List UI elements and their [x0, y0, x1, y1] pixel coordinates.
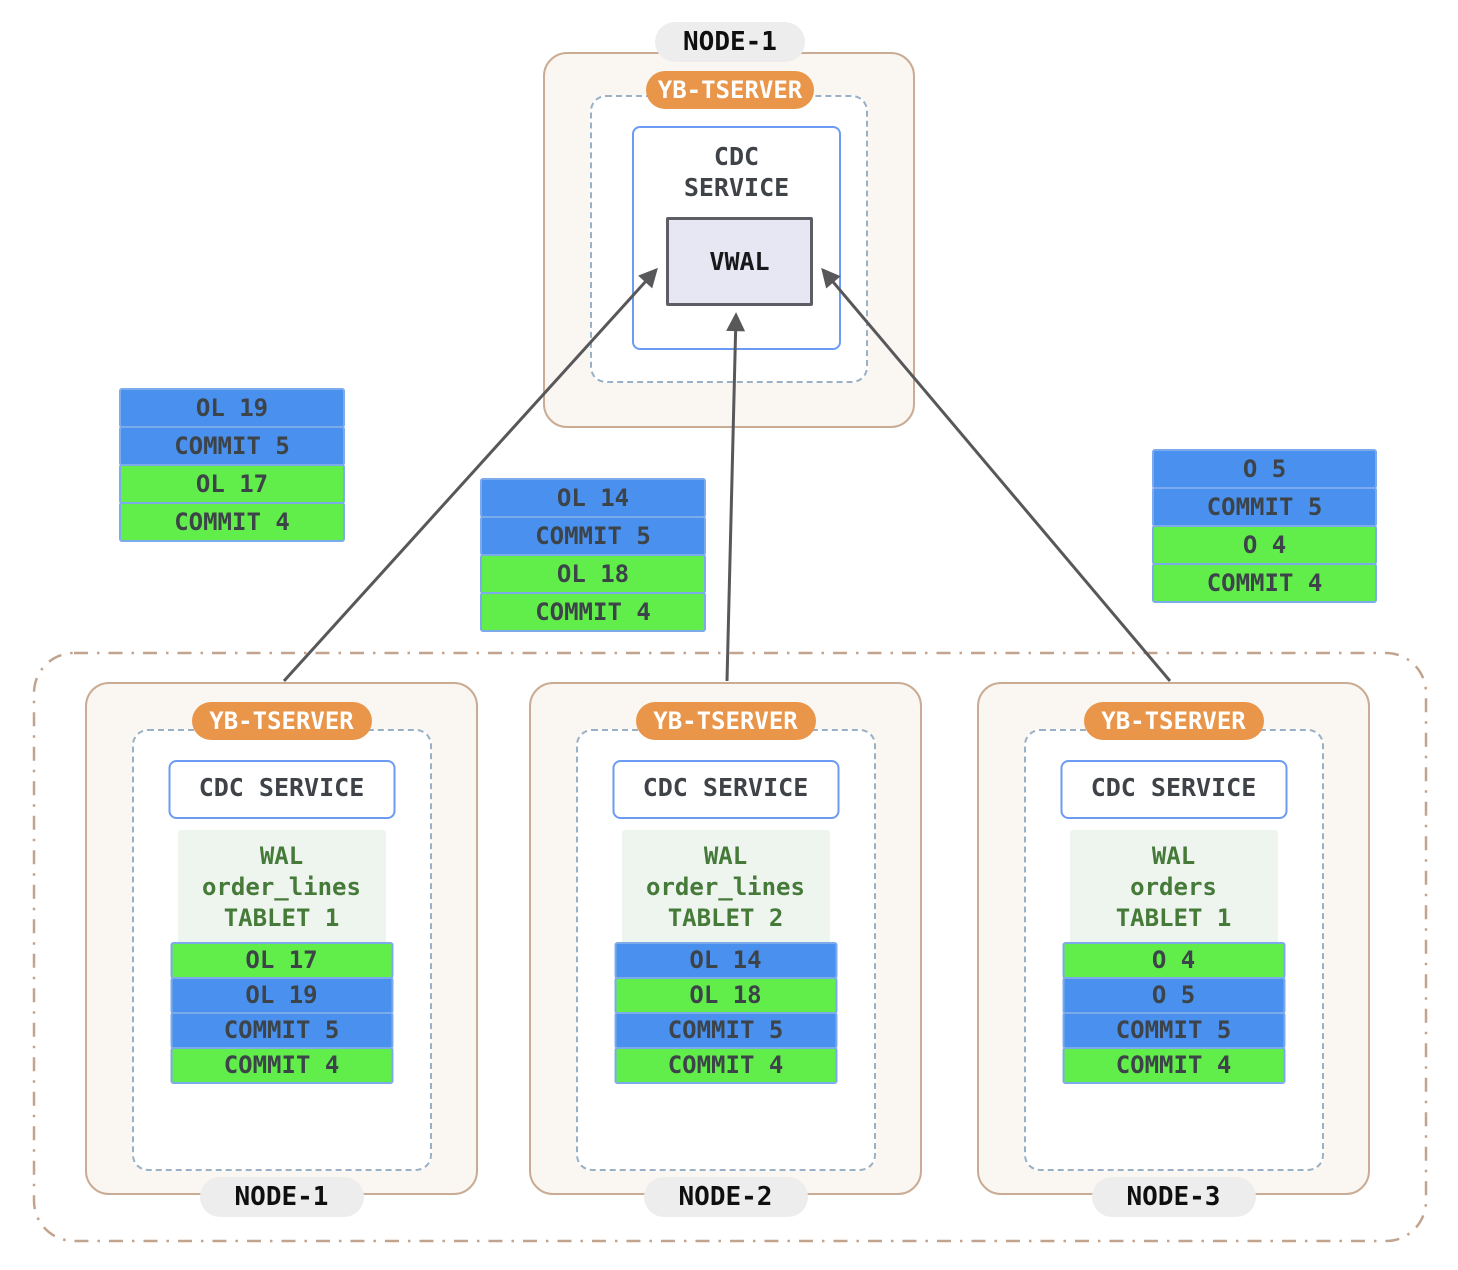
wal-label: WAL	[703, 842, 748, 870]
cdc-service-label-line2: SERVICE	[683, 173, 790, 202]
wal-info-box: WAL order_lines TABLET 1	[177, 830, 386, 947]
wal-record: COMMIT 4	[614, 1047, 837, 1084]
cluster-node-1: YB-TSERVER CDC SERVICE WAL order_lines T…	[85, 682, 478, 1217]
wal-record-stack: OL 14 OL 18 COMMIT 5 COMMIT 4	[614, 942, 837, 1084]
top-node-label: NODE-1	[655, 22, 805, 62]
vwal-label: VWAL	[709, 247, 770, 276]
wal-record: COMMIT 5	[170, 1012, 393, 1049]
wal-record: COMMIT 5	[614, 1012, 837, 1049]
wal-record: OL 14	[614, 942, 837, 979]
wal-record: OL 18	[480, 554, 706, 594]
wal-record: OL 14	[480, 478, 706, 518]
tserver-badge: YB-TSERVER	[191, 702, 372, 740]
cluster-node-2: YB-TSERVER CDC SERVICE WAL order_lines T…	[529, 682, 922, 1217]
cluster-node-3: YB-TSERVER CDC SERVICE WAL orders TABLET…	[977, 682, 1370, 1217]
wal-record: OL 19	[119, 388, 345, 428]
node-label: NODE-1	[199, 1177, 364, 1217]
wal-info-box: WAL order_lines TABLET 2	[621, 830, 830, 947]
wal-record: O 4	[1152, 525, 1377, 565]
wal-record: OL 17	[119, 464, 345, 504]
wal-record: O 5	[1062, 977, 1285, 1014]
wal-record-stack: O 4 O 5 COMMIT 5 COMMIT 4	[1062, 942, 1285, 1084]
node-label: NODE-3	[1091, 1177, 1256, 1217]
wal-table-name: order_lines	[646, 873, 805, 901]
wal-tablet-name: TABLET 1	[1115, 904, 1232, 932]
wal-table-name: order_lines	[202, 873, 361, 901]
wal-table-name: orders	[1130, 873, 1217, 901]
wal-record: COMMIT 5	[119, 426, 345, 466]
wal-record: O 5	[1152, 449, 1377, 489]
wal-record-stack: OL 17 OL 19 COMMIT 5 COMMIT 4	[170, 942, 393, 1084]
cdc-service-box: CDC SERVICE	[1060, 760, 1287, 819]
wal-tablet-name: TABLET 2	[667, 904, 784, 932]
node-label: NODE-2	[643, 1177, 808, 1217]
wal-record: COMMIT 4	[480, 592, 706, 632]
wal-record: COMMIT 4	[119, 502, 345, 542]
wal-record: COMMIT 5	[480, 516, 706, 556]
wal-record: OL 17	[170, 942, 393, 979]
floating-stack-left: OL 19 COMMIT 5 OL 17 COMMIT 4	[119, 388, 345, 542]
wal-info-box: WAL orders TABLET 1	[1069, 830, 1278, 947]
wal-record: COMMIT 4	[1152, 563, 1377, 603]
cdc-service-label-line1: CDC	[713, 142, 760, 171]
vwal-box: VWAL	[666, 217, 813, 306]
wal-record: OL 19	[170, 977, 393, 1014]
wal-record: OL 18	[614, 977, 837, 1014]
wal-record: COMMIT 4	[170, 1047, 393, 1084]
floating-stack-middle: OL 14 COMMIT 5 OL 18 COMMIT 4	[480, 478, 706, 632]
wal-record: COMMIT 5	[1152, 487, 1377, 527]
wal-record: O 4	[1062, 942, 1285, 979]
top-tserver-badge: YB-TSERVER	[646, 71, 814, 109]
floating-stack-right: O 5 COMMIT 5 O 4 COMMIT 4	[1152, 449, 1377, 603]
wal-record: COMMIT 5	[1062, 1012, 1285, 1049]
wal-label: WAL	[1151, 842, 1196, 870]
wal-label: WAL	[259, 842, 304, 870]
cdc-service-box: CDC SERVICE	[168, 760, 395, 819]
wal-tablet-name: TABLET 1	[223, 904, 340, 932]
tserver-badge: YB-TSERVER	[1083, 702, 1264, 740]
wal-record: COMMIT 4	[1062, 1047, 1285, 1084]
cdc-service-box: CDC SERVICE	[612, 760, 839, 819]
tserver-badge: YB-TSERVER	[635, 702, 816, 740]
